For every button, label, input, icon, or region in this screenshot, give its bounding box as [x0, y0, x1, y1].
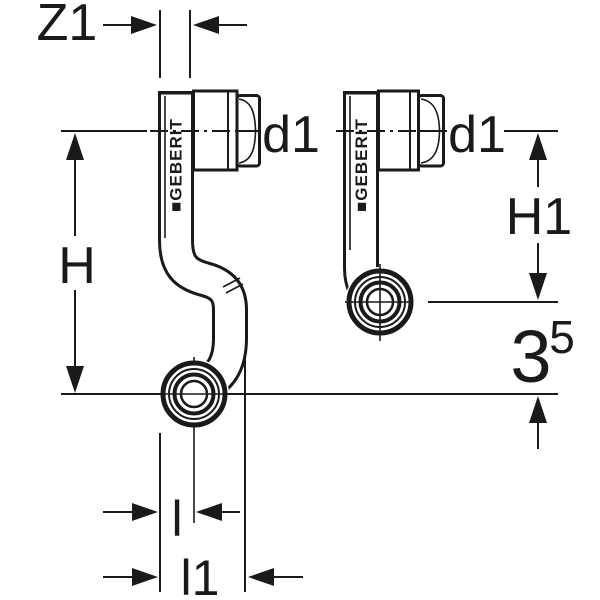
arrowhead-up: [66, 133, 84, 160]
nut-hex-flat-upper: [238, 98, 257, 131]
dimension-offset-35: [529, 396, 547, 449]
arrowhead-left: [193, 16, 219, 34]
left-press-connector: [152, 360, 236, 428]
nut-hex-flat-lower: [420, 131, 441, 164]
label-l: l: [171, 491, 182, 547]
arrowhead-up: [529, 396, 547, 423]
arrowhead-down: [529, 273, 547, 300]
arrowhead-down: [66, 366, 84, 393]
arrowhead-right: [132, 503, 158, 521]
left-bend-detail-line: [222, 277, 241, 288]
dimension-h1: [529, 133, 547, 300]
labels: Z1 d1 d1 H H1 3 5 l l1: [37, 0, 575, 600]
right-press-connector: [346, 268, 414, 336]
arrowhead-right: [131, 16, 157, 34]
label-d1-right: d1: [448, 106, 506, 164]
left-bend-detail-line: [225, 283, 244, 294]
arrowhead-up: [529, 133, 547, 160]
arrowhead-right: [132, 568, 158, 586]
dimension-h: [66, 133, 84, 393]
label-d1-left: d1: [262, 106, 320, 164]
label-offset-value: 3: [510, 315, 551, 398]
geberit-brand-right: ■GEBERIT: [352, 118, 371, 212]
dimension-l1: [103, 568, 303, 586]
arrowhead-left: [248, 568, 274, 586]
label-offset-exponent: 5: [549, 311, 575, 363]
arrowhead-left: [196, 503, 222, 521]
nut-hex-flat-lower: [238, 131, 257, 164]
dimension-l: [103, 503, 240, 521]
left-fitting: [158, 91, 248, 405]
geberit-brand-left: ■GEBERIT: [167, 118, 186, 212]
label-l1: l1: [181, 550, 220, 600]
nut-hex-flat-upper: [420, 98, 441, 131]
label-h1: H1: [506, 188, 572, 246]
label-z1: Z1: [37, 0, 98, 52]
dimension-z1: [103, 10, 247, 78]
label-h: H: [58, 237, 96, 295]
